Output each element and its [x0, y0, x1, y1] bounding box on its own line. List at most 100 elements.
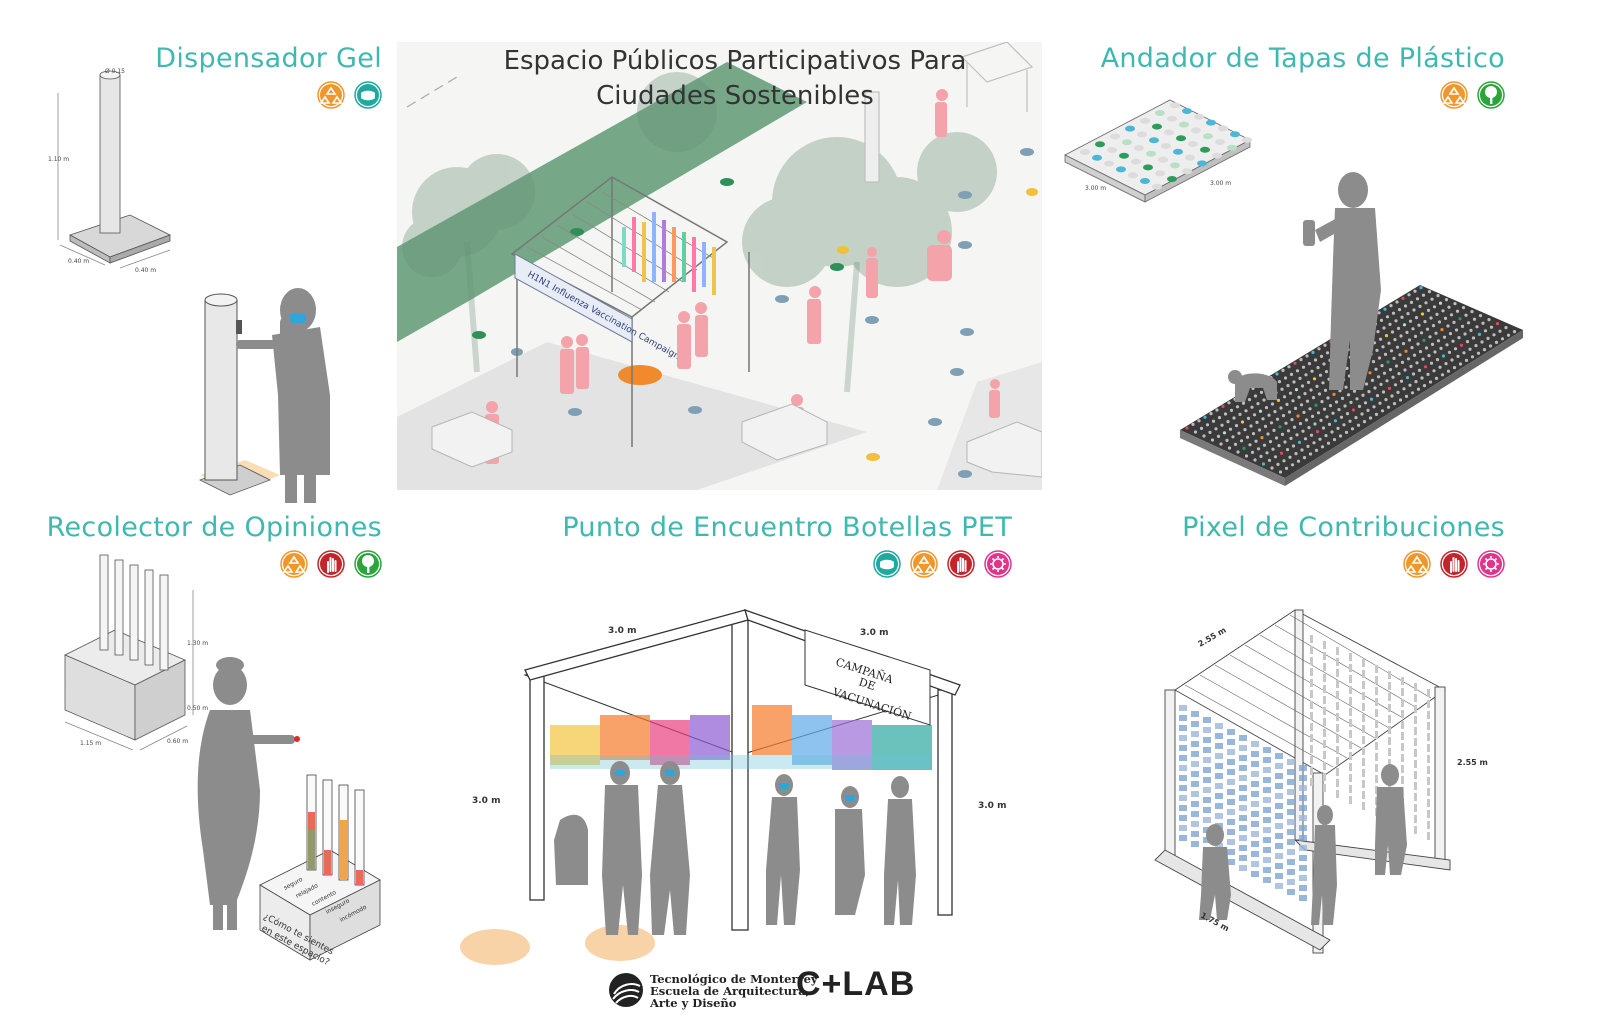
tec-line2: Escuela de Arquitectura, — [650, 984, 810, 998]
plastic-cap — [1264, 406, 1269, 410]
tree-canopy — [412, 167, 502, 257]
plastic-cap — [1170, 162, 1180, 169]
plastic-cap — [1416, 342, 1420, 346]
plastic-cap — [1434, 376, 1439, 380]
plastic-cap — [1104, 160, 1114, 167]
vaccination-people — [554, 761, 916, 935]
pixel-tile — [1263, 837, 1271, 843]
title-dispensador-gel: Dispensador Gel — [155, 43, 382, 74]
svg-text:DE: DE — [857, 675, 877, 693]
pixel-tile — [1323, 696, 1326, 704]
plastic-cap — [1386, 405, 1391, 409]
pixel-tile — [1275, 823, 1283, 829]
pixel-tile — [1336, 680, 1339, 688]
pixel-tile — [1388, 671, 1391, 679]
plastic-cap — [1413, 289, 1417, 293]
plastic-cap — [1404, 394, 1409, 398]
pixel-tile — [1227, 749, 1235, 755]
plastic-cap — [1470, 355, 1475, 359]
pixel-tile — [1179, 805, 1187, 811]
pixel-tile — [1275, 843, 1283, 849]
plastic-cap — [1305, 354, 1309, 358]
main-title-line2: Ciudades Sostenibles — [596, 81, 874, 111]
plastic-cap — [1316, 411, 1321, 415]
plastic-cap — [1452, 366, 1457, 370]
pixel-tile — [1401, 677, 1404, 685]
plastic-cap — [1464, 358, 1469, 362]
plastic-cap — [1321, 426, 1326, 430]
pixel-tile — [1203, 757, 1211, 763]
svg-text:0.40 m: 0.40 m — [68, 258, 89, 265]
pixel-tile — [1251, 811, 1259, 817]
plastic-cap — [1318, 437, 1322, 441]
plastic-cap — [1412, 353, 1417, 357]
plastic-cap — [1291, 399, 1295, 403]
plastic-cap — [1357, 404, 1362, 408]
plastic-cap — [1315, 430, 1320, 434]
plastic-cap — [1378, 401, 1382, 405]
plastic-cap — [1468, 347, 1472, 351]
pixel-tile — [1251, 851, 1259, 857]
plastic-cap — [1307, 426, 1311, 430]
plastic-cap — [1430, 342, 1435, 346]
plastic-cap — [1182, 108, 1192, 114]
plastic-cap — [1265, 451, 1269, 455]
pixel-tile — [1401, 699, 1404, 707]
plastic-cap — [1220, 423, 1224, 427]
hand-icon — [317, 550, 345, 578]
svg-text:Ø 0.15: Ø 0.15 — [105, 68, 125, 75]
plastic-cap — [1460, 324, 1465, 328]
plastic-cap — [1382, 326, 1386, 330]
svg-text:3.00 m: 3.00 m — [1210, 180, 1231, 187]
plastic-cap — [1377, 311, 1381, 315]
plastic-cap — [1208, 430, 1212, 434]
plastic-cap — [1506, 333, 1511, 337]
plastic-cap — [1188, 141, 1198, 147]
plastic-cap — [1267, 458, 1272, 462]
plastic-cap — [1383, 352, 1388, 356]
pixel-tile — [1427, 832, 1430, 840]
plastic-cap — [1122, 139, 1132, 146]
plastic-cap — [1395, 345, 1400, 349]
plastic-cap — [1285, 402, 1289, 406]
pixel-tile — [1215, 723, 1223, 729]
plastic-cap — [1394, 364, 1399, 368]
plastic-cap — [1427, 290, 1432, 294]
plastic-cap — [1388, 322, 1392, 326]
pixel-tile — [1251, 871, 1259, 877]
title-andador-tapas: Andador de Tapas de Plástico — [1100, 43, 1505, 74]
plastic-cap — [1397, 308, 1402, 312]
plastic-cap — [1325, 415, 1329, 419]
plastic-cap — [1321, 381, 1325, 385]
pixel-tile — [1263, 767, 1271, 773]
plastic-cap — [1185, 154, 1195, 161]
recycle-icon — [317, 81, 345, 109]
plastic-cap — [1383, 307, 1387, 311]
gel-drawing: 1.10 m 0.40 m 0.40 m Ø 0.15 — [48, 68, 330, 503]
plastic-cap — [1441, 354, 1446, 358]
plastic-cap — [1277, 444, 1281, 448]
plastic-cap — [1296, 414, 1300, 418]
pixel-tile — [1263, 867, 1271, 873]
pixel-tile — [1299, 895, 1307, 901]
plastic-cap — [1375, 348, 1379, 352]
plastic-cap — [1465, 340, 1470, 344]
plastic-cap — [1379, 318, 1384, 322]
pixel-tile — [1414, 749, 1417, 757]
pixel-tile — [1310, 679, 1313, 687]
plastic-cap — [1438, 301, 1443, 305]
pixel-tile — [1287, 849, 1295, 855]
plastic-cap — [1231, 435, 1235, 439]
pixel-tile — [1414, 738, 1417, 746]
plastic-cap — [1149, 137, 1159, 144]
plastic-cap — [1354, 416, 1358, 420]
plastic-cap — [1170, 102, 1180, 109]
mask-icon — [873, 550, 901, 578]
plastic-cap — [1337, 408, 1341, 412]
pixel-tile — [1375, 764, 1378, 772]
plastic-cap — [1410, 391, 1415, 395]
pixel-tile — [1239, 805, 1247, 811]
pixel-tile — [1203, 747, 1211, 753]
pixel-tile — [1349, 741, 1352, 749]
pixel-tile — [1179, 785, 1187, 791]
